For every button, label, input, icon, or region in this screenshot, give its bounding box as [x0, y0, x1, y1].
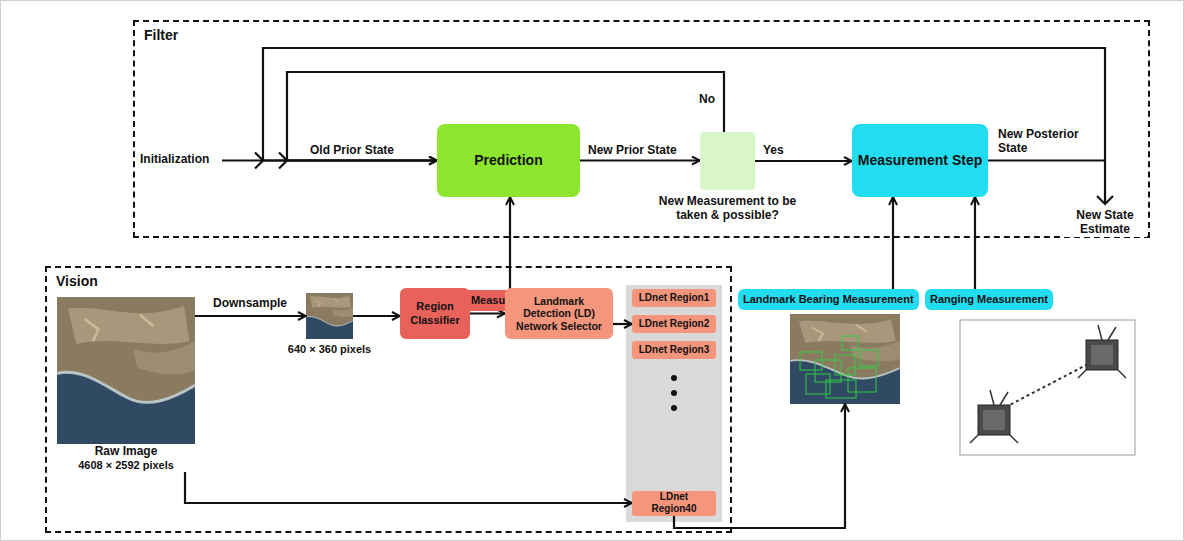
flow-arrow — [195, 315, 306, 317]
flow-arrow — [509, 197, 511, 290]
box-label: LDnet Region1 — [639, 292, 710, 304]
process-box: Prediction — [437, 124, 580, 197]
selector-box: Landmark Detection (LD) Network Selector — [505, 288, 613, 339]
image-node: 640 × 360 pixels — [306, 293, 353, 356]
image-caption: Raw Image4608 × 2592 pixels — [78, 444, 174, 472]
flow-label: Old Prior State — [310, 143, 394, 157]
box-label: LDnet Region2 — [639, 318, 710, 330]
flow-arrow — [353, 315, 400, 317]
flow-label: New Posterior State — [998, 127, 1093, 156]
flow-arrow — [185, 472, 632, 503]
box-label: Region Classifier — [404, 300, 466, 326]
process-box: Measurement Step — [852, 124, 988, 197]
classifier-box: Region Classifier — [400, 288, 470, 339]
raw-image — [57, 297, 195, 444]
output-arrowhead — [1097, 196, 1113, 204]
box-label: LDnet Region40 — [636, 491, 712, 515]
ldnet-box: LDnet Region3 — [632, 341, 716, 359]
output-line — [1104, 161, 1106, 205]
ldnet-box: LDnet Region40 — [632, 491, 716, 516]
ranging-frame — [960, 320, 1135, 455]
cubesat — [970, 390, 1018, 443]
ldnet-box: LDnet Region1 — [632, 289, 716, 307]
edge-label: New Prior State — [587, 143, 678, 157]
box-label: Measurement Step — [858, 152, 982, 169]
flow-arrow — [892, 197, 894, 289]
edge-label: No — [698, 92, 716, 106]
ellipsis-dot — [671, 390, 677, 396]
region-title: Filter — [144, 27, 178, 44]
box-label: LDnet Region3 — [639, 344, 710, 356]
edge-label: Downsample — [212, 296, 288, 310]
flow-label: New State Estimate — [1063, 208, 1147, 237]
pill-shape: Ranging Measurement — [925, 289, 1053, 310]
region-title: Vision — [56, 273, 98, 290]
landmark-image — [790, 314, 900, 404]
merge-chevron — [255, 153, 263, 169]
box-label: Prediction — [474, 152, 542, 169]
input-pill: Ranging Measurement — [925, 289, 1135, 455]
input-pill: Landmark Bearing Measurement — [738, 289, 919, 404]
vision-region: VisionRaw Image4608 × 2592 pixels 640 × 3… — [45, 266, 732, 533]
image-node: Raw Image4608 × 2592 pixels — [57, 297, 195, 472]
image-caption-text: Raw Image — [78, 444, 174, 458]
box-label: Landmark Detection (LD) Network Selector — [509, 295, 609, 333]
pill-label: Ranging Measurement — [930, 293, 1048, 306]
flow-arrow — [613, 323, 632, 325]
downsampled-image — [306, 293, 353, 339]
decision-box: New Measurement to be taken & possible? — [700, 132, 755, 190]
ranging-link — [1000, 362, 1092, 410]
image-caption-text: 640 × 360 pixels — [288, 343, 371, 356]
cubesat — [1078, 325, 1126, 378]
ellipsis-dot — [671, 405, 677, 411]
flow-arrow — [470, 312, 505, 314]
flow-arrow — [755, 160, 852, 162]
image-caption: 640 × 360 pixels — [288, 343, 371, 356]
pill-shape: Landmark Bearing Measurement — [738, 289, 919, 310]
flow-arrow — [974, 197, 976, 289]
image-caption-text: 4608 × 2592 pixels — [78, 459, 174, 472]
pill-label: Landmark Bearing Measurement — [743, 293, 914, 306]
ldnet-panel — [626, 285, 722, 522]
flow-arrow — [580, 159, 700, 161]
flow-label: Initialization — [140, 152, 209, 166]
ldnet-box: LDnet Region2 — [632, 315, 716, 333]
edge-label: Yes — [762, 143, 785, 157]
decision-caption: New Measurement to be taken & possible? — [647, 194, 808, 223]
detection-boxes — [800, 336, 878, 398]
ellipsis-dot — [671, 375, 677, 381]
